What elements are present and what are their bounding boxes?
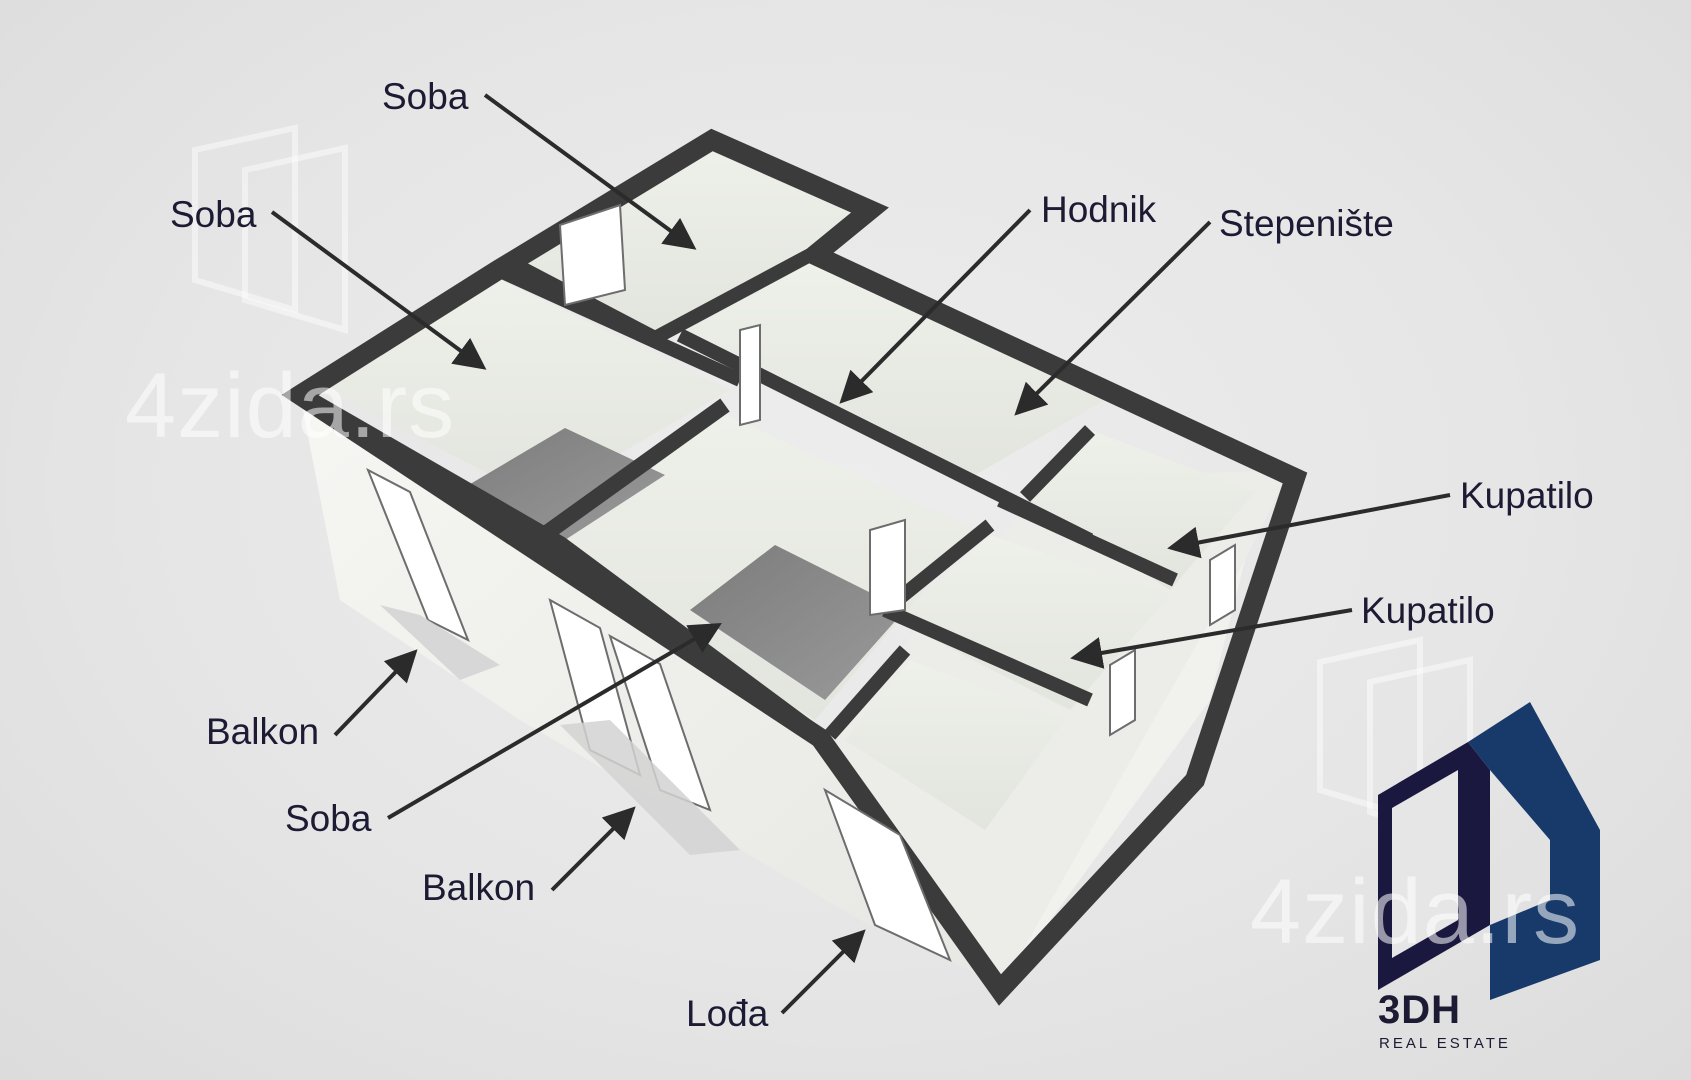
room-soba-left <box>315 278 730 500</box>
watermark-text-right: 4zida.rs <box>1250 861 1581 963</box>
label-stepeniste: Stepenište <box>1219 203 1394 244</box>
balconies <box>380 605 740 855</box>
door-hallway <box>739 323 761 427</box>
label-kupatilo-upper: Kupatilo <box>1460 475 1594 516</box>
brand-name: 3DH <box>1378 988 1462 1032</box>
window-bath-lower <box>1109 648 1136 737</box>
leader-arrows <box>270 93 1451 1015</box>
room-hodnik <box>680 262 1105 475</box>
arrow-balkon-left <box>333 649 418 737</box>
arrow-kupatilo-upper <box>1167 493 1451 559</box>
window-top <box>558 203 627 307</box>
balcony-left-floor <box>380 605 500 680</box>
arrow-loda <box>780 929 866 1015</box>
window-bath <box>1209 543 1236 627</box>
watermark-house-outline-left <box>192 124 348 335</box>
label-balkon-bottom: Balkon <box>422 867 536 908</box>
window-left <box>366 467 470 643</box>
watermark-text-left: 4zida.rs <box>125 355 456 457</box>
arrow-balkon-bottom <box>550 806 636 892</box>
label-soba-top: Soba <box>382 76 469 117</box>
arrow-hodnik <box>839 208 1032 404</box>
arrow-soba-bottom <box>386 622 722 820</box>
arrow-kupatilo-lower <box>1070 608 1353 669</box>
brand-tagline: REAL ESTATE <box>1379 1035 1511 1052</box>
door-center <box>869 518 906 617</box>
label-kupatilo-lower: Kupatilo <box>1361 590 1495 631</box>
windows <box>366 203 1236 962</box>
floor-center <box>690 545 905 700</box>
arrow-soba-top <box>483 93 697 250</box>
balcony-bottom-floor <box>560 720 740 855</box>
room-loda <box>845 660 1065 830</box>
arrow-stepeniste <box>1014 220 1212 416</box>
label-loda: Lođa <box>686 993 769 1034</box>
label-soba-bottom: Soba <box>285 798 372 839</box>
arrow-soba-left <box>270 210 487 370</box>
label-hodnik: Hodnik <box>1041 189 1157 230</box>
window-loda <box>823 787 952 962</box>
brand-logo-icon <box>1378 702 1600 1000</box>
window-center-b <box>608 633 712 812</box>
label-soba-left: Soba <box>170 194 257 235</box>
label-balkon-left: Balkon <box>206 711 320 752</box>
